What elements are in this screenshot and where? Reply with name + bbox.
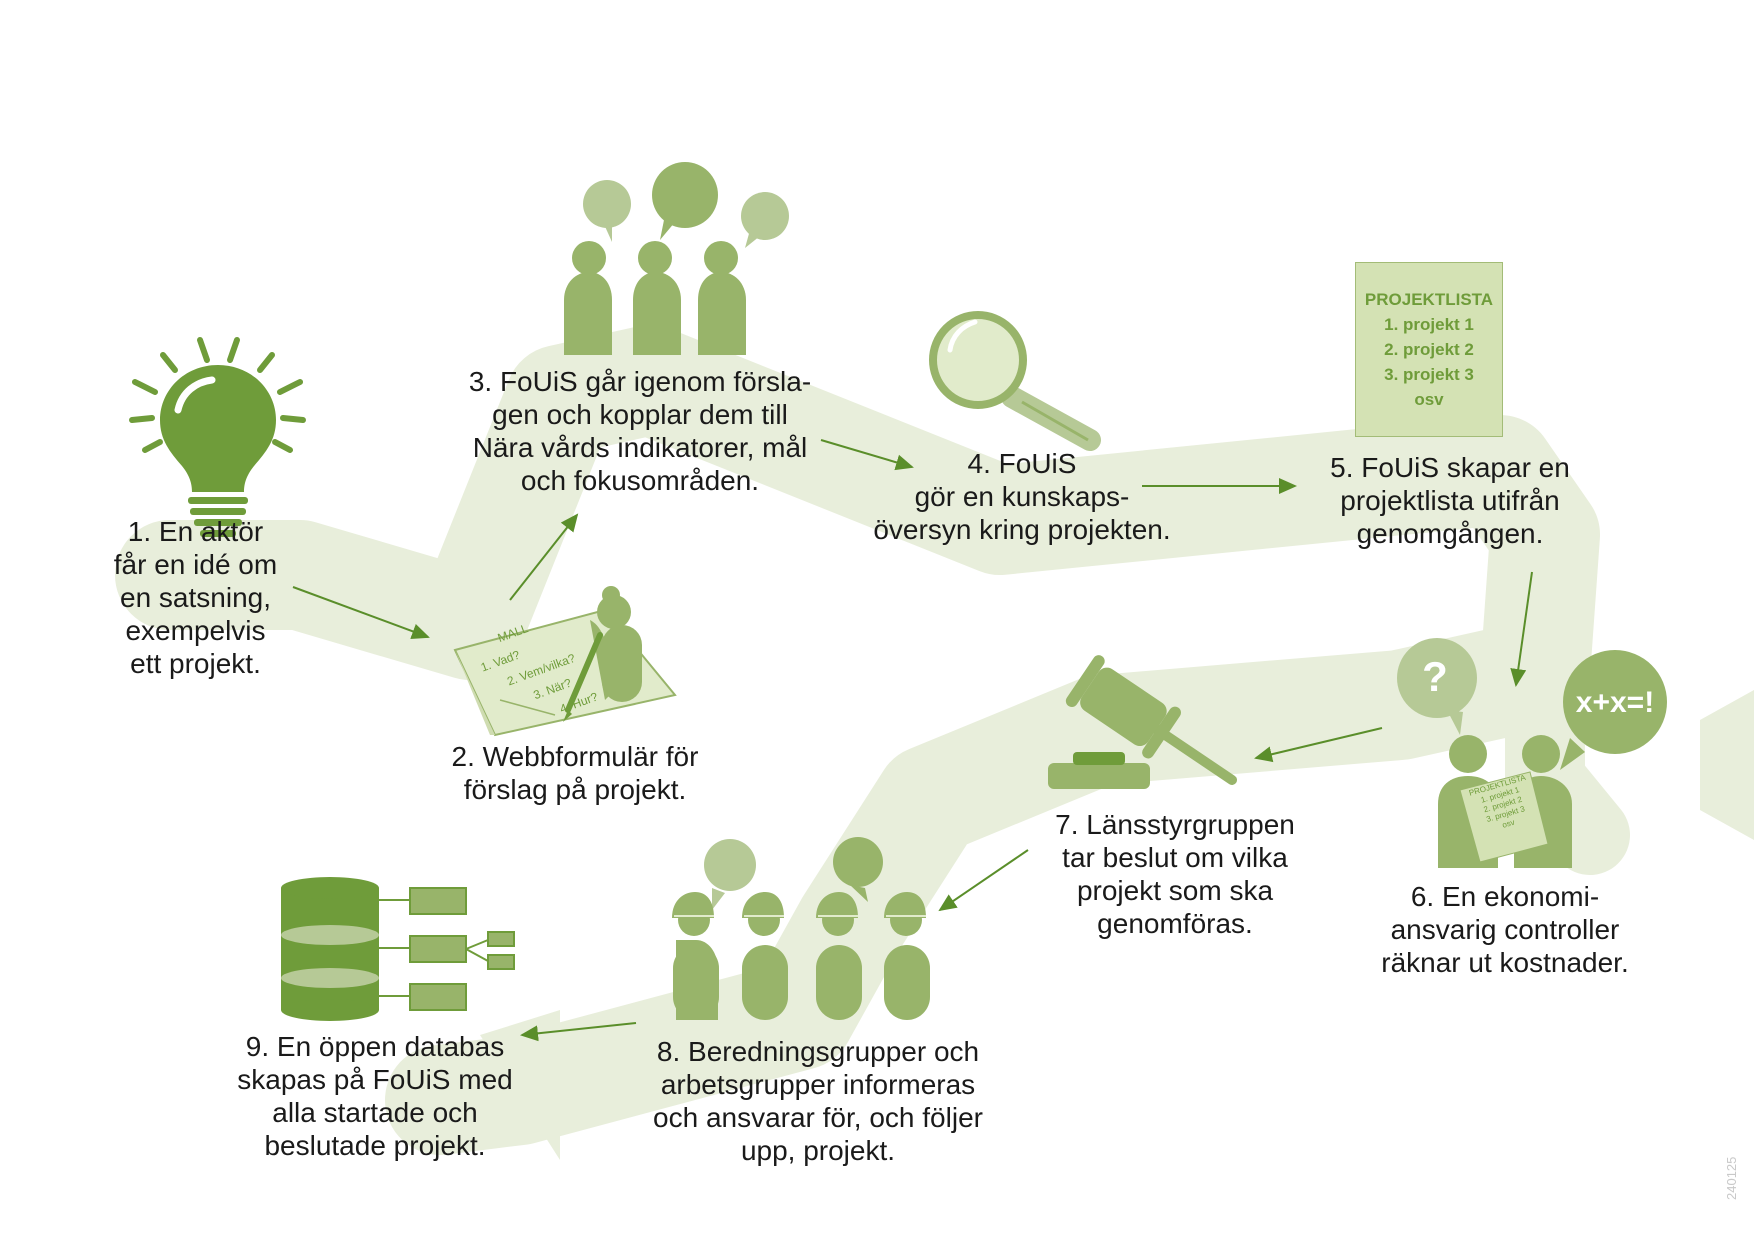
project-list-item: osv (1414, 390, 1444, 409)
math-bubble-label: x+x=! (1575, 686, 1655, 719)
step-3-text: 3. FoUiS går igenom försla-gen och koppl… (455, 365, 825, 497)
step-text-line: arbetsgrupper informeras (660, 1069, 976, 1100)
magnifier-icon (929, 311, 1101, 451)
step-text-line: gör en kunskaps- (914, 481, 1130, 512)
step-text-line: får en idé om (113, 549, 278, 580)
step-text-line: genomgången. (1356, 518, 1544, 549)
worker-2 (742, 892, 788, 1020)
step-text-line: förslag på projekt. (463, 774, 687, 805)
step-text-line: 4. FoUiS (967, 448, 1077, 479)
project-list-title: PROJEKTLISTA (1364, 290, 1494, 309)
project-list-item: 3. projekt 3 (1384, 365, 1474, 384)
step-text-line: Nära vårds indikatorer, mål (472, 432, 808, 463)
lightbulb-icon (129, 337, 306, 537)
arrow-6-7 (1254, 727, 1383, 763)
step-text-line: 3. FoUiS går igenom försla- (468, 366, 812, 397)
database-icon (281, 877, 515, 1021)
project-list-item: 2. projekt 2 (1384, 340, 1474, 359)
step-text-line: beslutade projekt. (264, 1130, 486, 1161)
step-text-line: 1. En aktör (127, 516, 264, 547)
project-list-card: PROJEKTLISTA 1. projekt 1 2. projekt 2 3… (1355, 262, 1503, 437)
step-text-line: alla startade och (272, 1097, 478, 1128)
step-text-line: och ansvarar för, och följer (653, 1102, 983, 1133)
step-text-line: 5. FoUiS skapar en (1330, 452, 1570, 483)
arrow-8-9 (520, 1022, 637, 1042)
path-exit (1700, 690, 1754, 840)
step-text-line: upp, projekt. (740, 1135, 896, 1166)
step-text-line: 9. En öppen databas (245, 1031, 505, 1062)
arrow-2-3 (509, 513, 579, 601)
step-text-line: gen och kopplar dem till (492, 399, 788, 430)
workgroup-icon (672, 837, 930, 1020)
worker-1 (672, 892, 719, 1020)
step-text-line: skapas på FoUiS med (237, 1064, 513, 1095)
arrow-1-2 (292, 586, 430, 639)
step-text-line: ansvarig controller (1390, 914, 1620, 945)
discussion-group-icon (564, 162, 789, 355)
project-list-item: 1. projekt 1 (1384, 315, 1474, 334)
gavel-icon (1048, 655, 1237, 789)
step-text-line: räknar ut kostnader. (1381, 947, 1629, 978)
form-writing-icon (453, 586, 677, 737)
step-text-line: 7. Länsstyrgruppen (1055, 809, 1295, 840)
question-bubble-label: ? (1422, 653, 1448, 700)
step-text-line: genomföras. (1097, 908, 1253, 939)
step-text-line: en satsning, (120, 582, 271, 613)
controller-icon (1397, 638, 1667, 868)
step-text-line: exempelvis (125, 615, 266, 646)
arrow-3-4 (820, 439, 914, 471)
arrow-5-6 (1510, 571, 1533, 687)
step-text-line: översyn kring projekten. (873, 514, 1171, 545)
worker-4 (884, 892, 930, 1020)
path-arrowhead (480, 1010, 560, 1160)
step-text-line: 2. Webbformulär för (451, 741, 699, 772)
step-text-line: ett projekt. (130, 648, 261, 679)
step-text-line: 8. Beredningsgrupper och (656, 1036, 980, 1067)
step-text-line: projekt som ska (1076, 875, 1274, 906)
step-text-line: projektlista utifrån (1340, 485, 1560, 516)
arrow-7-8 (938, 849, 1029, 912)
step-text-line: 6. En ekonomi- (1410, 881, 1600, 912)
document-code: 240125 (1724, 1156, 1739, 1200)
step-text-line: och fokusområden. (520, 465, 760, 496)
worker-3 (816, 892, 862, 1020)
step-text-line: tar beslut om vilka (1062, 842, 1288, 873)
